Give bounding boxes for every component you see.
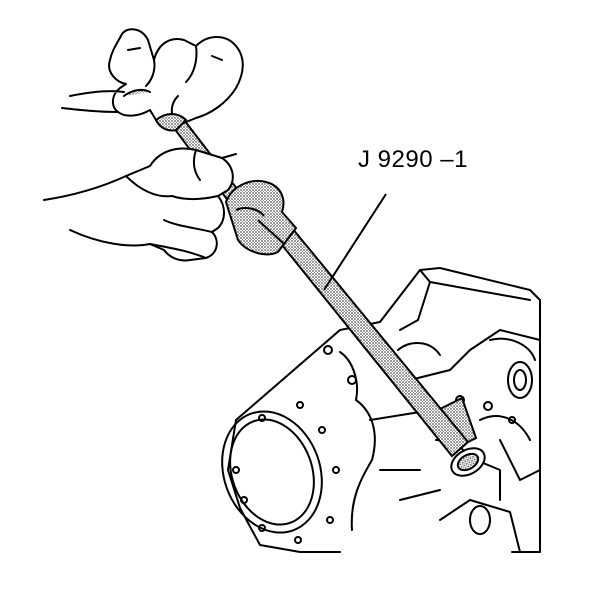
label-leader-line <box>323 193 387 291</box>
tool-number-label: J 9290 –1 <box>358 146 468 173</box>
engine-block <box>221 267 541 553</box>
slide-hammer-weight <box>224 180 298 256</box>
hands-holding-tool <box>43 28 244 262</box>
